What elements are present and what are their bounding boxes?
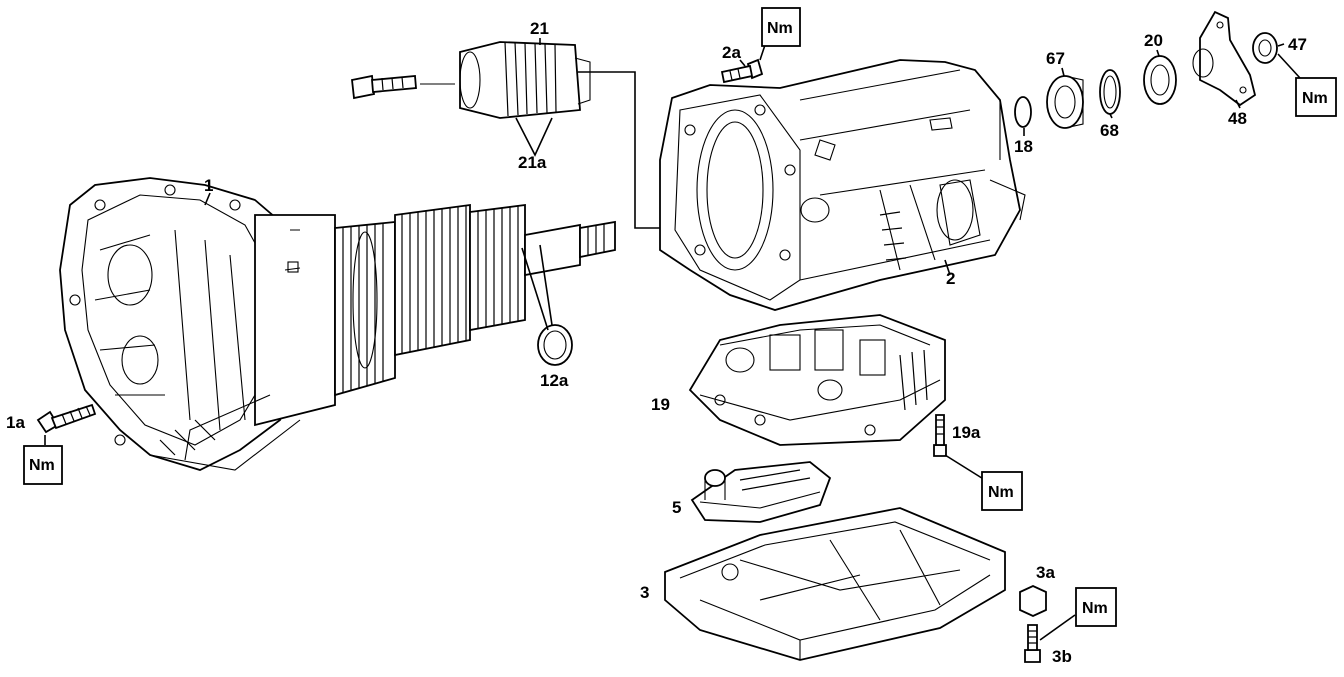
oil-filter-part-5 — [690, 461, 832, 523]
bearing-part-67 — [1046, 75, 1084, 129]
label-part-18: 18 — [1014, 137, 1033, 156]
ring-part-18 — [1014, 96, 1032, 128]
label-part-3: 3 — [640, 583, 649, 602]
snap-ring-part-68 — [1099, 69, 1121, 115]
transmission-assembly-part-1 — [59, 177, 616, 471]
label-part-21a: 21a — [518, 153, 547, 172]
label-part-1: 1 — [204, 176, 213, 195]
torque-badge-1a: Nm — [23, 445, 63, 485]
seal-ring-part-12a — [537, 324, 573, 366]
label-part-2a: 2a — [722, 43, 741, 62]
svg-text:Nm: Nm — [1082, 600, 1108, 617]
nut-part-47 — [1252, 32, 1278, 64]
label-part-12a: 12a — [540, 371, 569, 390]
label-part-3a: 3a — [1036, 563, 1055, 582]
label-part-19: 19 — [651, 395, 670, 414]
label-part-48: 48 — [1228, 109, 1247, 128]
label-part-19a: 19a — [952, 423, 981, 442]
valve-body-part-19 — [688, 314, 946, 446]
torque-badge-3b: Nm — [1075, 587, 1117, 627]
torque-badge-47: Nm — [1295, 77, 1337, 117]
svg-text:Nm: Nm — [767, 20, 793, 37]
label-part-2: 2 — [946, 269, 955, 288]
svg-text:Nm: Nm — [988, 484, 1014, 501]
svg-text:Nm: Nm — [29, 457, 55, 474]
bolt-part-1a — [36, 403, 97, 434]
nut-part-3a — [1019, 585, 1047, 617]
svg-text:Nm: Nm — [1302, 90, 1328, 107]
label-part-67: 67 — [1046, 49, 1065, 68]
output-sleeve-part-21 — [459, 41, 591, 119]
label-part-47: 47 — [1288, 35, 1307, 54]
bolt-part-3b — [1024, 624, 1041, 663]
label-part-1a: 1a — [6, 413, 25, 432]
torque-badge-19a: Nm — [981, 471, 1023, 511]
torque-badge-2a: Nm — [761, 7, 801, 47]
oil-pan-part-3 — [664, 507, 1006, 661]
bolt-part-19a — [933, 414, 947, 457]
label-part-68: 68 — [1100, 121, 1119, 140]
flange-part-48 — [1192, 10, 1257, 107]
bolt-part-21-fastener — [351, 74, 455, 100]
bolt-part-2a — [720, 58, 764, 84]
label-part-3b: 3b — [1052, 647, 1072, 666]
transmission-housing-part-2 — [659, 59, 1026, 311]
seal-part-20 — [1143, 55, 1177, 105]
label-part-5: 5 — [672, 498, 681, 517]
label-part-21: 21 — [530, 19, 549, 38]
label-part-20: 20 — [1144, 31, 1163, 50]
